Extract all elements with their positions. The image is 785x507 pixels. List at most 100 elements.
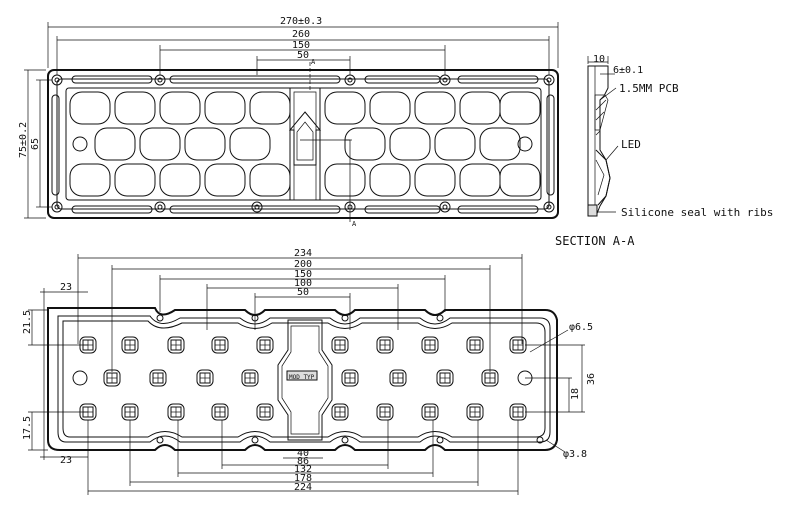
dim-17-5: 17.5: [22, 416, 33, 440]
lens: [249, 91, 291, 125]
led-pad: [481, 369, 499, 387]
lens: [324, 91, 366, 125]
lens: [324, 163, 366, 197]
lens: [389, 127, 431, 161]
lens: [114, 163, 156, 197]
lens: [499, 163, 541, 197]
dim-18: 18: [570, 388, 581, 400]
bottom-right-dimensions: 36 18 φ6.5 φ3.8: [525, 322, 597, 460]
lens: [69, 91, 111, 125]
center-label: MOD TYP: [289, 374, 315, 381]
led-pad: [421, 403, 439, 421]
lens: [204, 163, 246, 197]
led-pad: [149, 369, 167, 387]
lens: [434, 127, 476, 161]
dim-50b: 50: [297, 287, 309, 298]
section-mark: A: [311, 58, 316, 66]
lens: [369, 163, 411, 197]
lens: [114, 91, 156, 125]
section-view: 10 6±0.1 1.5MM PCB LED Silicone seal wit…: [555, 54, 773, 248]
dim-23-top: 23: [60, 282, 72, 293]
callout-pcb: 1.5MM PCB: [619, 82, 679, 95]
led-pad: [421, 336, 439, 354]
bottom-hole-left: [72, 370, 88, 386]
led-pad: [241, 369, 259, 387]
dim-75: 75±0.2: [18, 122, 29, 158]
lens: [369, 91, 411, 125]
lens: [159, 91, 201, 125]
led-pad: [376, 403, 394, 421]
lens: [344, 127, 386, 161]
lens: [69, 163, 111, 197]
callout-led: LED: [621, 138, 641, 151]
led-pad: [103, 369, 121, 387]
dim-260: 260: [292, 29, 310, 40]
dim-86: 86: [297, 456, 309, 467]
lens: [159, 163, 201, 197]
led-pad: [376, 336, 394, 354]
dim-21-5: 21.5: [22, 310, 33, 334]
screw-holes: [51, 74, 555, 213]
dim-150b: 150: [294, 269, 312, 280]
center-channel: [288, 87, 322, 201]
bottom-top-dimensions: 234 200 150 100 50: [77, 248, 523, 372]
dim-200: 200: [294, 259, 312, 270]
callout-seal: Silicone seal with ribs: [621, 206, 773, 219]
led-pad: [341, 369, 359, 387]
center-block: [277, 319, 333, 441]
led-pad: [331, 336, 349, 354]
lens-array: [69, 91, 541, 197]
led-pad: [167, 336, 185, 354]
dim-224: 224: [294, 482, 312, 493]
bottom-left-dimensions: 23 21.5 17.5 23: [22, 282, 88, 466]
dim-36: 36: [586, 373, 597, 385]
led-pad: [436, 369, 454, 387]
dim-150: 150: [292, 40, 310, 51]
dim-132: 132: [294, 464, 312, 475]
led-pad: [196, 369, 214, 387]
dim-234: 234: [294, 248, 312, 259]
hole-dia-6-5: φ6.5: [569, 322, 593, 333]
dim-178: 178: [294, 473, 312, 484]
left-dimensions: 75±0.2 65: [18, 69, 52, 219]
led-pad: [466, 403, 484, 421]
led-pad: [211, 336, 229, 354]
lens: [139, 127, 181, 161]
led-pad: [509, 336, 527, 354]
section-title: SECTION A-A: [555, 234, 635, 248]
lens: [479, 127, 521, 161]
dim-270: 270±0.3: [280, 16, 322, 27]
lens: [459, 91, 501, 125]
top-view: A A 270±0.3 260 150 50: [18, 16, 559, 228]
led-pad-array: [79, 336, 527, 421]
led-pad: [331, 403, 349, 421]
mount-dia-3-8: φ3.8: [563, 449, 587, 460]
top-dimensions: 270±0.3 260 150 50: [47, 16, 559, 75]
led-pad: [211, 403, 229, 421]
lens: [414, 163, 456, 197]
lens: [94, 127, 136, 161]
module-outline: [47, 69, 559, 219]
led-pad: [466, 336, 484, 354]
led-pad: [167, 403, 185, 421]
lens: [499, 91, 541, 125]
lens-area: [65, 87, 542, 201]
dim-65: 65: [30, 138, 41, 150]
dim-50: 50: [297, 50, 309, 61]
top-slots: [51, 75, 555, 214]
lens: [229, 127, 271, 161]
mount-hole-left: [72, 136, 88, 152]
led-pad: [389, 369, 407, 387]
lens: [184, 127, 226, 161]
dim-100: 100: [294, 278, 312, 289]
mount-hole-right: [517, 136, 533, 152]
led-pad: [121, 403, 139, 421]
led-pad: [256, 336, 274, 354]
led-pad: [121, 336, 139, 354]
section-dim-6: 6±0.1: [613, 65, 643, 76]
dim-23-bottom: 23: [60, 455, 72, 466]
lens: [249, 163, 291, 197]
lens: [204, 91, 246, 125]
section-mark-bottom: A: [352, 220, 357, 228]
